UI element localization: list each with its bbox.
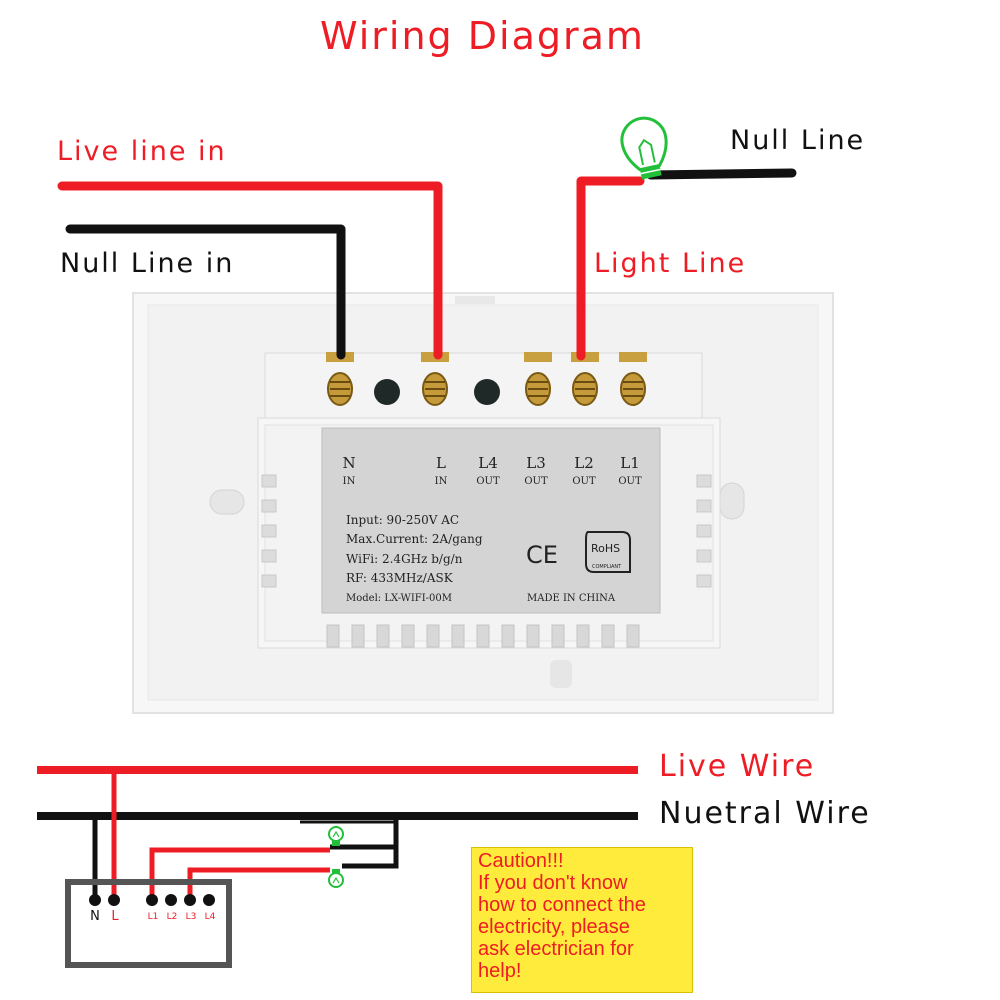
plate-terminal-sub: IN	[435, 476, 448, 487]
schematic-label-l: L	[111, 909, 119, 924]
light-line-label: Light Line	[594, 248, 747, 279]
made-in-text: MADE IN CHINA	[527, 593, 616, 604]
light-bulb-icon	[328, 826, 344, 846]
terminal-screw-l1	[619, 352, 647, 406]
caution-line: electricity, please	[478, 916, 630, 938]
switch-box	[65, 879, 232, 968]
schematic-label-l2: L2	[167, 912, 178, 922]
spec-line: Max.Current: 2A/gang	[346, 532, 483, 546]
vent-slots-right	[696, 474, 712, 588]
spec-line: WiFi: 2.4GHz b/g/n	[346, 552, 463, 566]
null-line-label: Null Line	[730, 125, 866, 156]
null-line-in-wire	[65, 224, 346, 360]
svg-text:COMPLIANT: COMPLIANT	[592, 564, 622, 570]
caution-line: If you don't know	[478, 872, 628, 894]
live-wire-label: Live Wire	[659, 749, 816, 784]
plate-terminal-name: L	[436, 454, 446, 472]
spec-label-plate	[321, 427, 661, 614]
spec-line: RF: 433MHz/ASK	[346, 571, 454, 585]
light-bulb-icon	[328, 869, 344, 888]
terminal-screw-l2	[571, 352, 599, 406]
schematic-label-l3: L3	[186, 912, 197, 922]
svg-text:RoHS: RoHS	[591, 542, 620, 555]
live-line-in-wire	[57, 181, 443, 360]
terminal-hole-1	[374, 379, 400, 405]
plate-terminal-sub: OUT	[618, 476, 642, 487]
top-wires	[57, 168, 797, 361]
null-line-in-label: Null Line in	[60, 248, 235, 279]
screw-terminals	[326, 352, 647, 406]
light-bulb-icon	[620, 116, 668, 180]
null-line-wire	[646, 168, 797, 180]
vent-slots-bottom	[326, 624, 640, 648]
caution-note: Caution!!! If you don't know how to conn…	[471, 847, 693, 993]
ce-mark-icon: CE	[526, 541, 558, 569]
spec-line: Input: 90-250V AC	[346, 513, 459, 527]
plate-terminal-sub: OUT	[524, 476, 548, 487]
terminal-screw-l	[421, 352, 449, 406]
plate-terminal-name: L3	[526, 454, 546, 472]
caution-line: how to connect the	[478, 894, 646, 916]
rohs-mark-icon: RoHS COMPLIANT	[585, 531, 631, 573]
caution-line: help!	[478, 960, 522, 982]
plate-terminal-name: L1	[620, 454, 640, 472]
vent-slots-left	[261, 474, 277, 588]
plate-terminal-sub: IN	[343, 476, 356, 487]
plate-terminal-sub: OUT	[476, 476, 500, 487]
caution-line: Caution!!!	[478, 850, 564, 872]
live-line-in-label: Live line in	[57, 136, 227, 167]
schematic-label-l1: L1	[148, 912, 159, 922]
schematic-label-n: N	[90, 909, 100, 924]
schematic-label-l4: L4	[205, 912, 216, 922]
terminal-screw-n	[326, 352, 354, 406]
terminal-screw-l3	[524, 352, 552, 406]
spec-line: Model: LX-WIFI-00M	[346, 593, 452, 604]
page-title: Wiring Diagram	[320, 14, 645, 58]
plate-terminal-name: N	[342, 454, 355, 472]
caution-line: ask electrician for	[478, 938, 634, 960]
neutral-wire-label: Nuetral Wire	[659, 796, 871, 831]
light-line-wire	[576, 176, 645, 361]
schematic-terminal-dots	[89, 894, 215, 906]
plate-specs: Input: 90-250V AC Max.Current: 2A/gang W…	[346, 513, 616, 604]
schematic-terminal-labels: N L L1 L2 L3 L4	[90, 909, 216, 924]
plate-terminal-labels: N IN L IN L4 OUT L3 OUT L2 OUT L1 OUT	[342, 454, 642, 487]
plate-terminal-name: L2	[574, 454, 594, 472]
plate-terminal-sub: OUT	[572, 476, 596, 487]
plate-terminal-name: L4	[478, 454, 498, 472]
terminal-hole-2	[474, 379, 500, 405]
